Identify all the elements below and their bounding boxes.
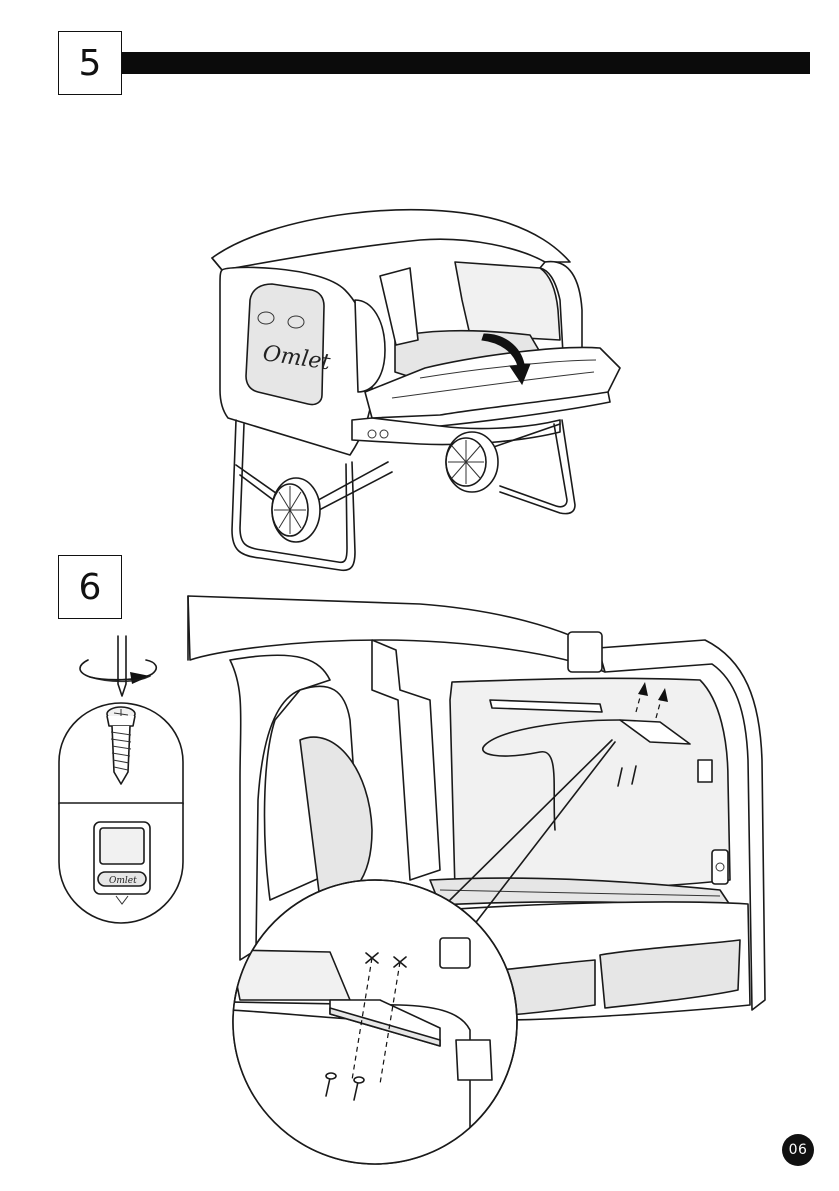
page-number: 06: [782, 1134, 814, 1166]
